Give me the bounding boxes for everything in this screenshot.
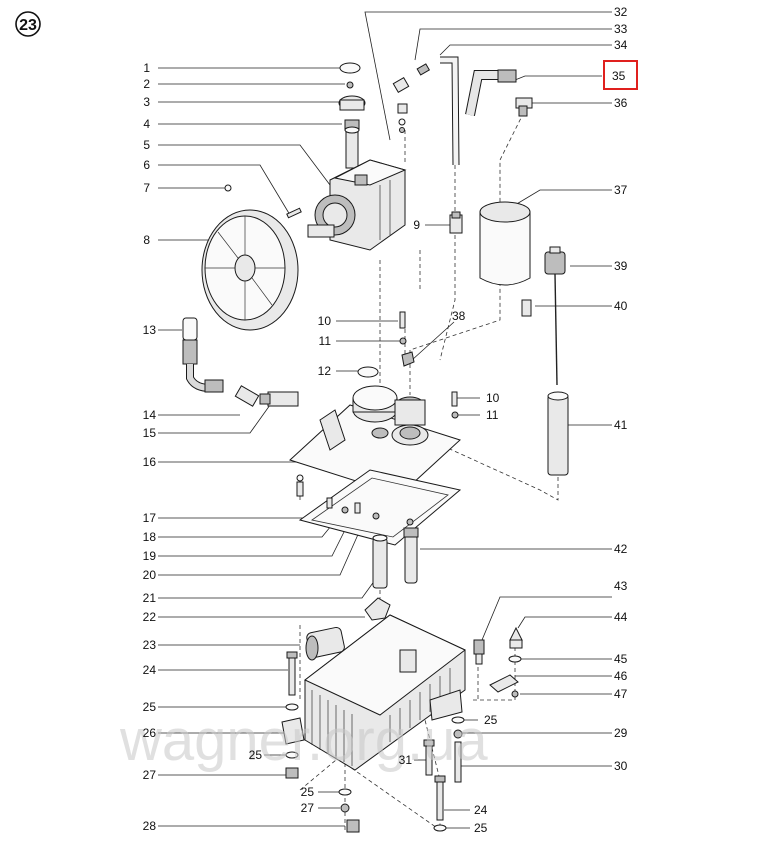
label-28: 28 bbox=[143, 819, 157, 833]
mid-small-parts bbox=[357, 311, 459, 419]
label-11b: 11 bbox=[486, 408, 499, 422]
label-25a: 25 bbox=[143, 700, 157, 714]
label-18: 18 bbox=[143, 530, 157, 544]
gasket bbox=[298, 469, 462, 546]
label-3: 3 bbox=[143, 95, 150, 109]
connector-9 bbox=[449, 211, 463, 234]
dipstick-assembly bbox=[521, 246, 569, 476]
label-12: 12 bbox=[318, 364, 332, 378]
label-17: 17 bbox=[143, 511, 157, 525]
label-8: 8 bbox=[143, 233, 150, 247]
pump-cap-stack bbox=[338, 62, 366, 169]
label-38: 38 bbox=[452, 309, 466, 323]
label-11a: 11 bbox=[319, 334, 332, 348]
label-25c: 25 bbox=[301, 785, 315, 799]
shaft-key-and-pin bbox=[224, 184, 302, 219]
label-9: 9 bbox=[413, 218, 420, 232]
pump-body bbox=[307, 159, 407, 251]
top-fittings-and-hose bbox=[392, 56, 533, 166]
label-26: 26 bbox=[143, 726, 157, 740]
label-20: 20 bbox=[143, 568, 157, 582]
label-36: 36 bbox=[614, 96, 628, 110]
label-2: 2 bbox=[143, 77, 150, 91]
watermark-text: wagner.org.ua bbox=[119, 708, 488, 773]
label-19: 19 bbox=[143, 549, 157, 563]
label-16: 16 bbox=[143, 455, 157, 469]
label-4: 4 bbox=[143, 117, 150, 131]
label-47: 47 bbox=[614, 687, 628, 701]
label-43: 43 bbox=[614, 579, 628, 593]
label-1: 1 bbox=[143, 61, 150, 75]
label-37: 37 bbox=[614, 183, 628, 197]
label-13: 13 bbox=[143, 323, 157, 337]
plate-screws bbox=[326, 497, 414, 526]
label-35: 35 bbox=[612, 69, 626, 83]
label-40: 40 bbox=[614, 299, 628, 313]
oil-reservoir bbox=[304, 614, 466, 771]
pulley-wheel bbox=[201, 209, 299, 331]
pistons-and-elbow bbox=[364, 527, 419, 621]
label-24a: 24 bbox=[143, 663, 157, 677]
right-side-fittings bbox=[473, 626, 523, 698]
label-21: 21 bbox=[143, 591, 157, 605]
mounting-plate bbox=[289, 385, 461, 497]
badge-text: 23 bbox=[19, 17, 37, 34]
label-31: 31 bbox=[399, 753, 413, 767]
label-27b: 27 bbox=[301, 801, 315, 815]
label-15: 15 bbox=[143, 426, 157, 440]
label-24b: 24 bbox=[474, 803, 488, 817]
label-23: 23 bbox=[143, 638, 157, 652]
label-27a: 27 bbox=[143, 768, 157, 782]
label-44: 44 bbox=[614, 610, 628, 624]
label-5: 5 bbox=[143, 138, 150, 152]
label-34: 34 bbox=[614, 38, 628, 52]
filter-cup bbox=[479, 201, 531, 286]
label-25e: 25 bbox=[474, 821, 488, 835]
label-10a: 10 bbox=[318, 314, 332, 328]
diagram-number-badge: 23 bbox=[15, 11, 41, 37]
bolts-and-washers bbox=[281, 651, 465, 833]
label-39: 39 bbox=[614, 259, 628, 273]
label-6: 6 bbox=[143, 158, 150, 172]
label-14: 14 bbox=[143, 408, 157, 422]
label-25d: 25 bbox=[484, 713, 498, 727]
label-10b: 10 bbox=[486, 391, 500, 405]
highlight-box-35 bbox=[603, 60, 638, 90]
label-41: 41 bbox=[614, 418, 628, 432]
label-22: 22 bbox=[143, 610, 157, 624]
label-30: 30 bbox=[614, 759, 628, 773]
suction-hose-assembly bbox=[182, 317, 299, 407]
label-29: 29 bbox=[614, 726, 628, 740]
label-46: 46 bbox=[614, 669, 628, 683]
label-25b: 25 bbox=[249, 748, 263, 762]
leader-lines bbox=[158, 11, 612, 829]
label-42: 42 bbox=[614, 542, 628, 556]
label-33: 33 bbox=[614, 22, 628, 36]
label-7: 7 bbox=[143, 181, 150, 195]
part-number-labels: 1 2 3 4 5 6 7 8 9 10 11 12 38 10 11 13 1… bbox=[143, 5, 628, 835]
label-45: 45 bbox=[614, 652, 628, 666]
label-32: 32 bbox=[614, 5, 628, 19]
